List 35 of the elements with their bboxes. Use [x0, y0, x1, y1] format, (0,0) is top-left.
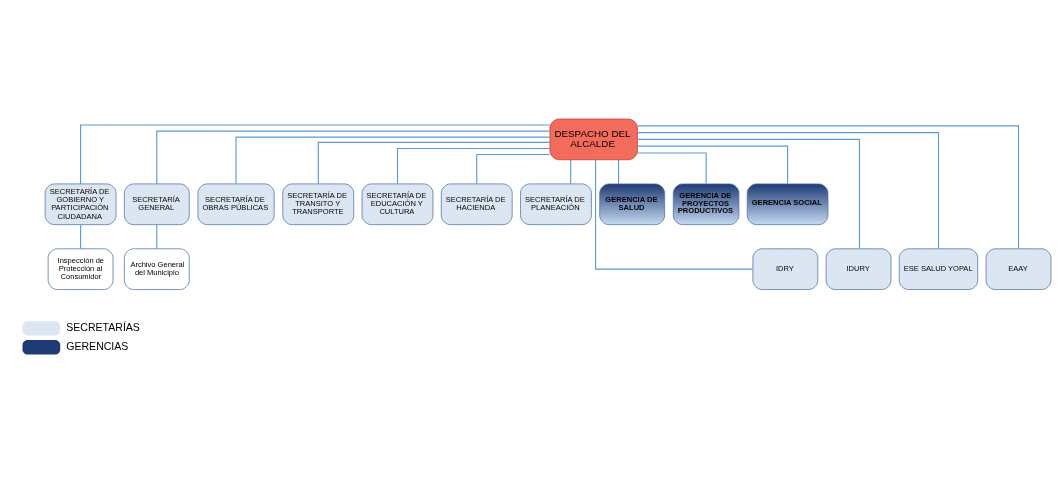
connector	[156, 223, 158, 249]
node-box: EAAY	[985, 247, 1052, 290]
node-box: GERENCIA DE PROYECTOS PRODUCTIVOS	[672, 183, 740, 225]
connector	[570, 158, 572, 184]
node-box: GERENCIA DE SALUD	[599, 183, 665, 225]
connector	[156, 130, 551, 184]
node-box: IDURY	[825, 247, 892, 290]
connector	[637, 124, 1020, 249]
connector	[595, 158, 754, 270]
connector	[476, 153, 551, 184]
node-box: SECRETARÍA DE HACIENDA	[440, 183, 513, 225]
connector	[637, 138, 861, 249]
node-box: SECRETARÍA DE GOBIERNO Y PARTICIPACIÓN CIUDADANA	[44, 183, 117, 225]
node-box: SECRETARÍA DE PLANEACIÓN	[520, 183, 592, 225]
node-box: Inspección de Protección al Consumidor	[47, 247, 114, 290]
connector	[637, 131, 940, 249]
node-box: GERENCIA SOCIAL	[746, 183, 829, 225]
connector	[636, 151, 707, 184]
connector	[396, 147, 551, 184]
node-box: DESPACHO DEL ALCALDE	[549, 118, 638, 160]
node-box: SECRETARÍA DE TRANSITO Y TRANSPORTE	[282, 183, 355, 225]
connector	[80, 223, 82, 249]
node-box: SECRETARÍA GENERAL	[124, 183, 190, 225]
node-box: SECRETARÍA DE EDUCACIÓN Y CULTURA	[361, 183, 434, 225]
connector	[80, 124, 551, 184]
connector	[317, 141, 551, 184]
legend-label: GERENCIAS	[66, 339, 129, 352]
connector	[618, 158, 620, 184]
connector	[235, 136, 551, 184]
legend-label: SECRETARÍAS	[66, 320, 140, 333]
node-box: Archivo General del Municipio	[124, 247, 190, 290]
connector	[637, 145, 789, 184]
node-box: SECRETARÍA DE OBRAS PÚBLICAS	[197, 183, 275, 225]
node-box: ESE SALUD YOPAL	[898, 247, 979, 290]
node-box: IDRY	[752, 247, 819, 290]
